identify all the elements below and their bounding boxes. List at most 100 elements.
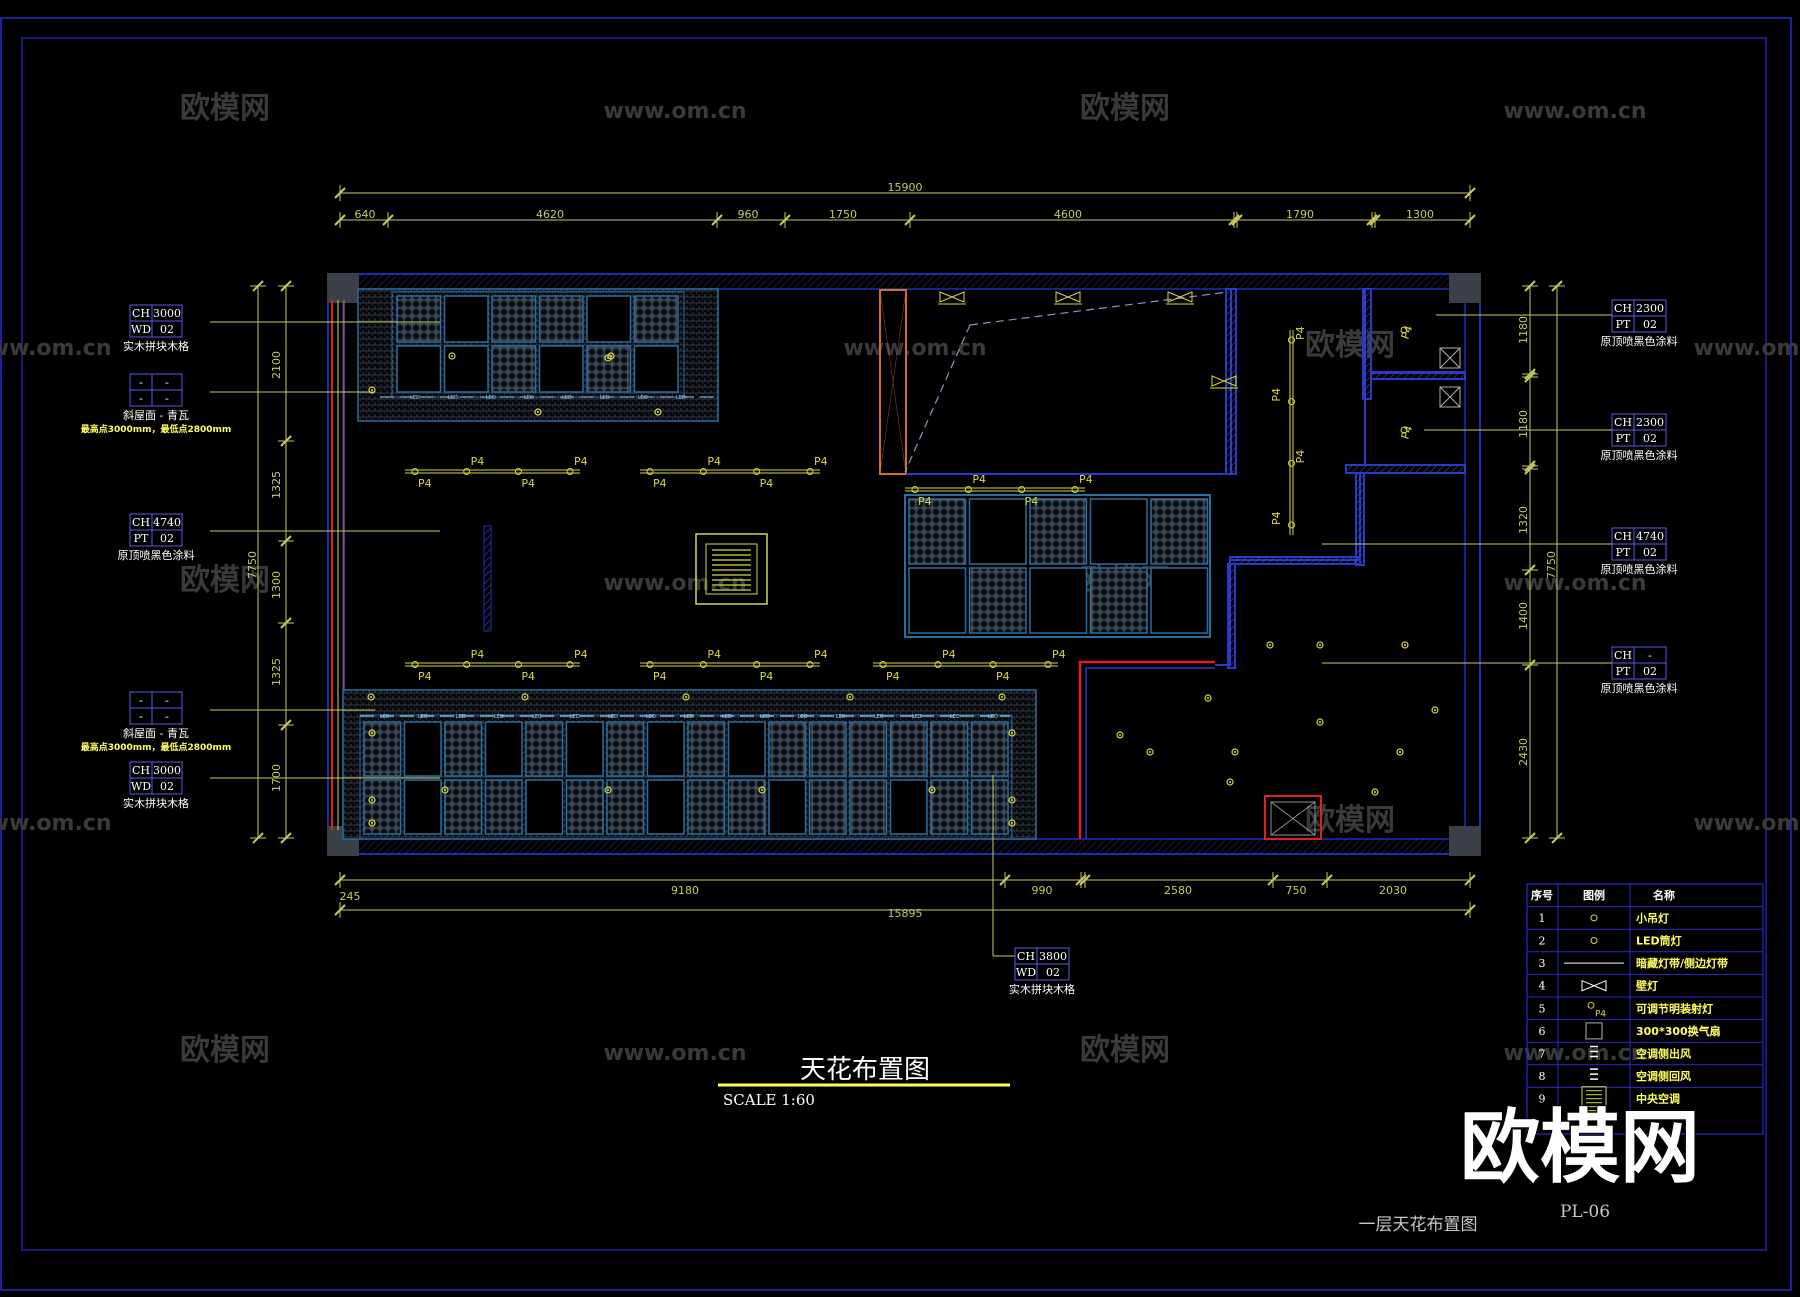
svg-text:CH: CH bbox=[1614, 416, 1632, 429]
svg-text:实木拼块木格: 实木拼块木格 bbox=[123, 339, 189, 353]
led-strip-label: LED bbox=[722, 714, 732, 720]
lattice-cell bbox=[525, 721, 564, 777]
led-downlight-icon bbox=[682, 693, 690, 701]
led-downlight-center bbox=[1229, 781, 1231, 783]
dim-bottom-5: 2030 bbox=[1379, 884, 1407, 897]
led-downlight-center bbox=[1011, 732, 1013, 734]
outer-frame bbox=[0, 17, 1792, 1291]
svg-text:02: 02 bbox=[160, 532, 174, 545]
svg-text:3800: 3800 bbox=[1039, 950, 1067, 963]
spotlight-label: P4 bbox=[521, 477, 535, 490]
dim-bottom-1: 9180 bbox=[671, 884, 699, 897]
led-downlight-icon bbox=[441, 786, 449, 794]
spotlight-label: P4 bbox=[1270, 511, 1283, 525]
led-strip-label: LED bbox=[418, 714, 428, 720]
led-downlight-icon bbox=[1226, 778, 1234, 786]
led-downlight-center bbox=[607, 357, 609, 359]
spotlight-label: P4 bbox=[1079, 473, 1093, 486]
led-strip-label: LED bbox=[798, 714, 808, 720]
led-strip-label: LED bbox=[524, 395, 534, 401]
led-downlight-icon bbox=[1146, 748, 1154, 756]
partition-wall bbox=[483, 525, 492, 632]
watermark-text: www.om.cn bbox=[603, 99, 746, 124]
spotlight-label: P4 bbox=[418, 670, 432, 683]
led-strip-label: LED bbox=[486, 395, 496, 401]
dim-bottom-3: 2580 bbox=[1164, 884, 1192, 897]
spotlight-label: P4 bbox=[1399, 324, 1416, 341]
led-downlight-center bbox=[1207, 697, 1209, 699]
adjustable-spotlight-icon bbox=[753, 661, 761, 668]
lattice-cell bbox=[443, 345, 489, 393]
svg-text:CH: CH bbox=[1017, 950, 1035, 963]
dim-left-2: 1300 bbox=[270, 571, 283, 599]
dim-top-1: 4620 bbox=[536, 208, 564, 221]
svg-text:PT: PT bbox=[134, 532, 149, 545]
legend-spot-label: P4 bbox=[1595, 1009, 1606, 1019]
red-wall-line bbox=[1078, 660, 1215, 839]
led-downlight-center bbox=[685, 696, 687, 698]
spotlight-label: P4 bbox=[1025, 495, 1039, 508]
svg-text:02: 02 bbox=[1643, 665, 1657, 678]
led-downlight-icon bbox=[1401, 641, 1409, 649]
dim-right-2: 1320 bbox=[1517, 506, 1530, 534]
dim-bottom-2: 990 bbox=[1032, 884, 1053, 897]
spotlight-label: P4 bbox=[1294, 450, 1307, 464]
dim-left-1: 1325 bbox=[270, 471, 283, 499]
dim-left-3: 1325 bbox=[270, 658, 283, 686]
led-strip-label: LED bbox=[676, 395, 686, 401]
watermark-text: 欧模网 bbox=[1080, 1033, 1170, 1068]
lattice-cell bbox=[606, 779, 645, 835]
led-downlight-icon bbox=[998, 693, 1006, 701]
lattice-cell bbox=[908, 567, 967, 634]
lattice-cell bbox=[633, 295, 679, 343]
svg-text:原顶喷黑色涂料: 原顶喷黑色涂料 bbox=[1601, 334, 1678, 348]
led-downlight-icon bbox=[1116, 731, 1124, 739]
legend-name: 空调侧回风 bbox=[1636, 1069, 1691, 1083]
led-downlight-center bbox=[607, 789, 609, 791]
led-strip-label: LED bbox=[950, 714, 960, 720]
lattice-cell bbox=[930, 779, 969, 835]
led-downlight-icon bbox=[1396, 748, 1404, 756]
svg-text:WD: WD bbox=[131, 323, 151, 336]
led-downlight-center bbox=[524, 696, 526, 698]
led-downlight-center bbox=[1434, 709, 1436, 711]
adjustable-spotlight-icon bbox=[753, 468, 761, 475]
led-strip-label: LED bbox=[380, 714, 390, 720]
lattice-cell bbox=[849, 779, 888, 835]
led-downlight-center bbox=[1149, 751, 1151, 753]
lattice-cell bbox=[1029, 498, 1088, 565]
timber-beam bbox=[879, 289, 907, 475]
led-strip-label: LED bbox=[456, 714, 466, 720]
spotlight-label: P4 bbox=[1294, 326, 1307, 340]
legend-name: 可调节明装射灯 bbox=[1636, 1001, 1713, 1015]
svg-text:-: - bbox=[165, 710, 169, 723]
lattice-cell bbox=[687, 779, 726, 835]
svg-text:原顶喷黑色涂料: 原顶喷黑色涂料 bbox=[118, 548, 195, 562]
adjustable-spotlight-icon bbox=[699, 661, 707, 668]
svg-text:-: - bbox=[139, 376, 143, 389]
brand-logo-watermark: 欧模网 bbox=[1460, 1101, 1700, 1194]
wall-lamp-icon bbox=[1581, 979, 1607, 992]
spotlight-label: P4 bbox=[707, 455, 721, 468]
spotlight-label: P4 bbox=[1052, 648, 1066, 661]
adjustable-spotlight-icon bbox=[934, 661, 942, 668]
adjustable-spotlight-icon bbox=[1288, 398, 1295, 406]
sheet-name: 一层天花布置图 bbox=[1359, 1215, 1478, 1235]
led-downlight-center bbox=[657, 411, 659, 413]
adjustable-spotlight-icon bbox=[646, 468, 654, 475]
dim-top-0: 640 bbox=[355, 208, 376, 221]
spotlight-label: P4 bbox=[707, 648, 721, 661]
lattice-cell bbox=[889, 779, 928, 835]
led-downlight-center bbox=[1404, 644, 1406, 646]
svg-text:02: 02 bbox=[1046, 966, 1060, 979]
lattice-cell bbox=[808, 779, 847, 835]
adjustable-spotlight-icon bbox=[566, 468, 574, 475]
spotlight-label: P4 bbox=[471, 455, 485, 468]
led-downlight-icon bbox=[1231, 748, 1239, 756]
lattice-cell bbox=[633, 345, 679, 393]
legend-header: 图例 bbox=[1583, 888, 1605, 902]
svg-text:2300: 2300 bbox=[1636, 416, 1664, 429]
watermark-text: www.om.cn bbox=[1693, 336, 1800, 361]
